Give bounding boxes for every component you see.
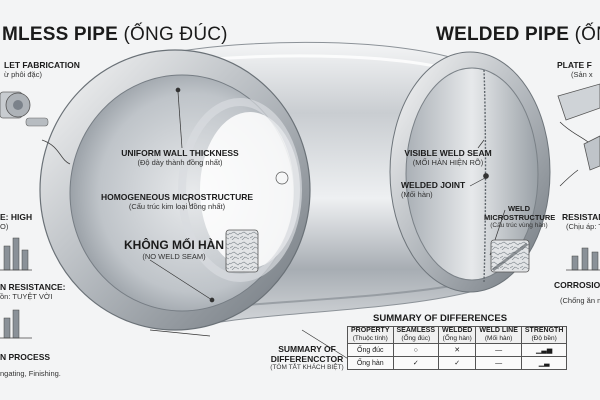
cell-weld-line: — bbox=[475, 356, 522, 370]
cell-welded: ✕ bbox=[438, 343, 477, 357]
summary-header-row: PROPERTY(Thuộc tính) SEAMLESS(Ống đúc) W… bbox=[347, 326, 568, 344]
table-row: Ống đúc ○ ✕ — ▁▃▅ bbox=[347, 343, 568, 357]
summary-title: SUMMARY OF DIFFERENCES bbox=[373, 313, 508, 324]
cell-seamless: ○ bbox=[392, 343, 440, 357]
difference-footnote: SUMMARY OF DIFFERENCCTOR (TÓM TẮT KHÁCH … bbox=[270, 344, 344, 371]
seamless-strength-label: E: HIGH O) bbox=[0, 212, 33, 231]
weld-microstructure-label: WELD MICROSTRUCTURE (Cấu trúc vùng hàn) bbox=[484, 204, 556, 229]
seamless-corrosion-label: N RESISTANCE: ồn: TUYỆT VỜI bbox=[0, 282, 66, 301]
no-weld-label: KHÔNG MỐI HÀN (NO WELD SEAM) bbox=[124, 238, 224, 261]
billet-fabrication-label: LET FABRICATION ừ phôi đặc) bbox=[4, 60, 80, 79]
grain-inset bbox=[225, 229, 259, 273]
header-weld-line: WELD LINE(Mối hàn) bbox=[475, 326, 522, 344]
seamless-title-vi: (ỐNG ĐÚC) bbox=[123, 24, 228, 45]
summary-table: PROPERTY(Thuộc tính) SEAMLESS(Ống đúc) W… bbox=[347, 326, 568, 370]
seamless-title-en: MLESS PIPE bbox=[2, 24, 119, 45]
cell-property: Ống đúc bbox=[347, 343, 394, 357]
header-property: PROPERTY(Thuộc tính) bbox=[347, 326, 394, 344]
welded-resistance-label: RESISTAN (Chịu áp: T bbox=[562, 212, 600, 231]
header-welded: WELDED(Ống hàn) bbox=[438, 326, 477, 344]
table-row: Ống hàn ✓ ✓ — ▁▃ bbox=[347, 356, 568, 370]
visible-weld-seam-label: VISIBLE WELD SEAM (MỐI HÀN HIỆN RÕ) bbox=[404, 148, 492, 167]
cell-property: Ống hàn bbox=[347, 356, 394, 370]
cell-seamless: ✓ bbox=[392, 356, 440, 370]
header-strength: STRENGTH(Độ bền) bbox=[520, 326, 568, 344]
welded-joint-label: WELDED JOINT (Mối hàn) bbox=[401, 180, 466, 199]
cell-strength: ▁▃▅ bbox=[520, 343, 568, 357]
seamless-title: MLESS PIPE (ỐNG ĐÚC) bbox=[2, 24, 228, 46]
welded-title-en: WELDED PIPE bbox=[436, 24, 570, 45]
plate-fabrication-label: PLATE F (Sản x bbox=[557, 60, 593, 79]
homogeneous-label: HOMOGENEOUS MICROSTRUCTURE (Cấu trúc kim… bbox=[100, 192, 254, 211]
cell-strength: ▁▃ bbox=[520, 356, 568, 370]
uniform-wall-label: UNIFORM WALL THICKNESS (Độ dày thành đồn… bbox=[121, 148, 239, 167]
cell-welded: ✓ bbox=[438, 356, 477, 370]
header-seamless: SEAMLESS(Ống đúc) bbox=[392, 326, 440, 344]
plate-illustration bbox=[557, 83, 600, 187]
cell-weld-line: — bbox=[475, 343, 522, 357]
welded-corrosion-label: CORROSION R (Chống ăn m bbox=[554, 280, 600, 305]
seamless-process-label: N PROCESS ngating, Finishing. bbox=[0, 352, 61, 378]
welded-title: WELDED PIPE (ỐNG bbox=[436, 24, 600, 46]
welded-title-vi: (ỐNG bbox=[574, 24, 600, 45]
weld-seam bbox=[483, 69, 487, 283]
